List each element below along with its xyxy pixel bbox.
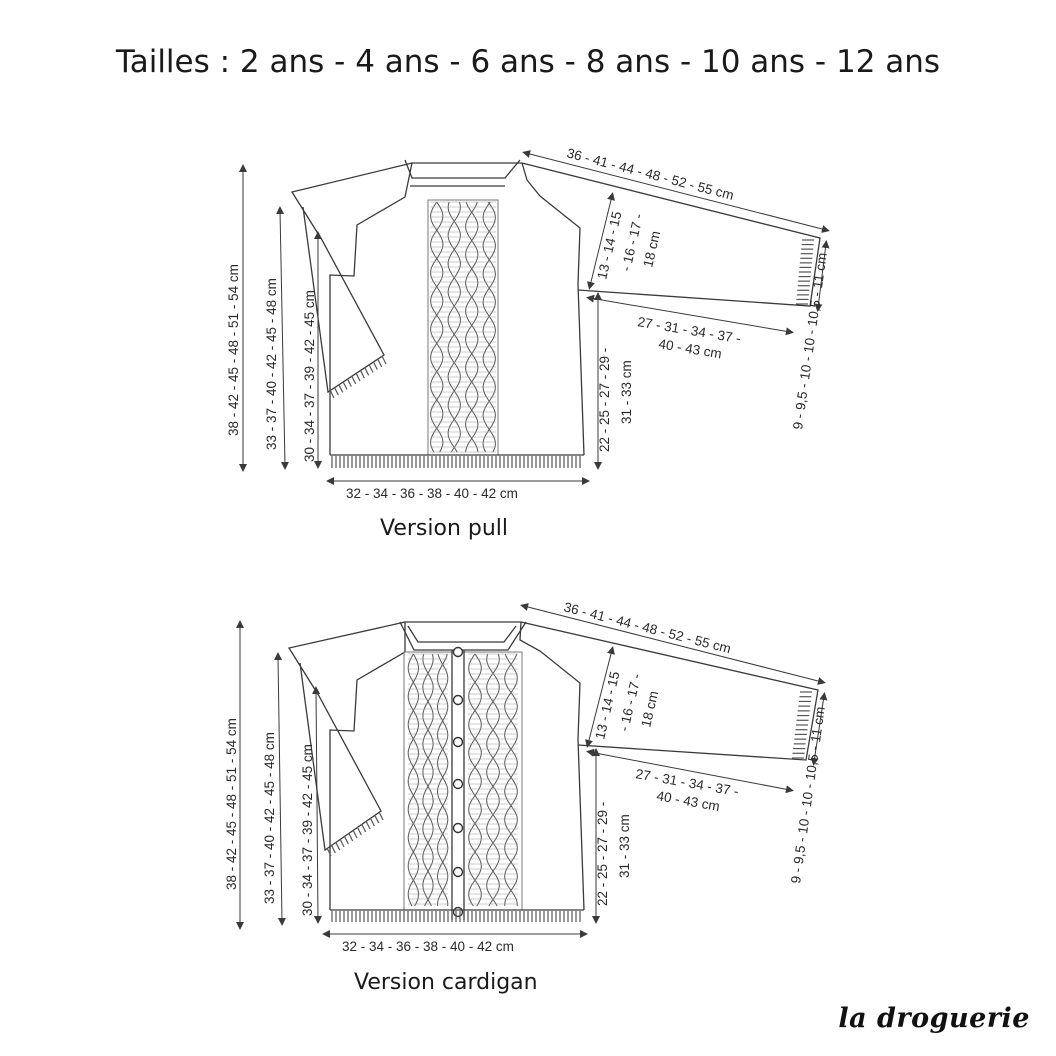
pull-length2-label: 33 - 37 - 40 - 42 - 45 - 48 cm	[264, 278, 279, 450]
cuff-stitch	[377, 358, 383, 368]
pull-sleeve-length-label: 36 - 41 - 44 - 48 - 52 - 55 cm	[565, 145, 735, 203]
caption-pull: Version pull	[380, 516, 509, 541]
cardigan-length2-label: 33 - 37 - 40 - 42 - 45 - 48 cm	[262, 732, 277, 904]
cuff-stitch	[381, 355, 387, 365]
cuff-stitch	[361, 823, 367, 833]
cardigan-cuff-label: 9 - 9,5 - 10 - 10 - 10,5 - 11 cm	[788, 706, 828, 885]
pull-side-label-2: 31 - 33 cm	[619, 360, 634, 424]
button-icon	[452, 822, 464, 834]
cuff-stitch	[335, 841, 341, 851]
cuff-stitch	[352, 829, 358, 839]
pull-length2-dim	[276, 206, 289, 470]
cardigan-cable-pattern	[407, 653, 518, 907]
pull-neckband	[404, 159, 521, 187]
pull-left-sleeve	[290, 162, 413, 394]
cardigan-buttons	[452, 646, 464, 918]
pull-cuff-dim	[814, 240, 830, 312]
button-icon	[452, 866, 464, 878]
cuff-stitch	[374, 814, 380, 824]
cuff-stitch	[369, 817, 375, 827]
cardigan-sleeve-length-dim	[520, 603, 826, 685]
schematic-cardigan: 38 - 42 - 45 - 48 - 51 - 54 cm 33 - 37 -…	[224, 599, 828, 954]
pull-cable-pattern	[430, 201, 496, 453]
cable-strand	[407, 653, 420, 907]
pull-total-length-label: 38 - 42 - 45 - 48 - 51 - 54 cm	[226, 264, 241, 436]
cuff-stitch	[326, 847, 332, 857]
cuff-stitch	[365, 820, 371, 830]
pull-length3-label: 30 - 34 - 37 - 39 - 42 - 45 cm	[302, 290, 317, 462]
cuff-stitch	[329, 389, 335, 399]
cable-strand	[468, 653, 482, 907]
pull-hem-rib	[331, 456, 581, 468]
cardigan-right-cuff-rib	[792, 691, 812, 759]
button-icon	[452, 778, 464, 790]
cardigan-sleeve-width-dim	[586, 748, 794, 794]
cuff-stitch	[356, 826, 362, 836]
cardigan-total-length-label: 38 - 42 - 45 - 48 - 51 - 54 cm	[224, 718, 239, 890]
pull-right-cuff-rib	[796, 239, 814, 305]
cuff-stitch	[348, 832, 354, 842]
cardigan-length3-dim	[312, 686, 322, 924]
cuff-stitch	[364, 367, 370, 376]
cuff-stitch	[333, 386, 339, 396]
cardigan-sleeve-length-label: 36 - 41 - 44 - 48 - 52 - 55 cm	[562, 599, 732, 656]
button-icon	[452, 646, 464, 658]
cuff-stitch	[343, 835, 349, 845]
cuff-stitch	[372, 361, 378, 370]
cuff-stitch	[346, 378, 352, 387]
cardigan-width-label: 32 - 34 - 36 - 38 - 40 - 42 cm	[342, 939, 514, 954]
pull-sleeve-width-dim	[586, 294, 794, 336]
cuff-stitch	[339, 838, 345, 848]
cuff-stitch	[355, 372, 361, 382]
cuff-stitch	[351, 375, 357, 385]
cable-strand	[468, 653, 482, 907]
pull-armhole-label-3: 18 cm	[640, 229, 663, 268]
pull-cuff-label: 9 - 9,5 - 10 - 10 - 10,5 - 11 cm	[790, 252, 830, 431]
cuff-stitch	[338, 384, 344, 393]
brand-logo: la droguerie	[838, 1003, 1030, 1034]
pull-width-label: 32 - 34 - 36 - 38 - 40 - 42 cm	[346, 486, 518, 501]
button-icon	[452, 736, 464, 748]
pull-sleeve-length-dim	[522, 150, 830, 233]
cuff-stitch	[342, 381, 348, 390]
pull-body-outline	[329, 162, 585, 456]
page-title: Tailles : 2 ans - 4 ans - 6 ans - 8 ans …	[115, 44, 941, 80]
cuff-stitch	[368, 364, 374, 373]
cardigan-armhole-label-3: 18 cm	[638, 689, 661, 728]
cardigan-length3-label: 30 - 34 - 37 - 39 - 42 - 45 cm	[300, 744, 315, 916]
cardigan-cuff-dim	[810, 692, 828, 766]
caption-cardigan: Version cardigan	[354, 970, 538, 995]
cardigan-collar	[399, 621, 527, 651]
cardigan-length2-dim	[274, 652, 286, 926]
cable-strand	[407, 653, 420, 907]
cuff-stitch	[359, 369, 365, 379]
cardigan-left-cuff-rib	[326, 811, 384, 857]
button-icon	[452, 906, 464, 918]
pull-side-label-1: 22 - 25 - 27 - 29 -	[597, 348, 612, 452]
cardigan-body-outline	[329, 621, 585, 911]
cuff-stitch	[330, 844, 336, 854]
button-icon	[452, 694, 464, 706]
cuff-stitch	[378, 811, 384, 821]
cardigan-side-label-2: 31 - 33 cm	[617, 814, 632, 878]
schematic-pull: 38 - 42 - 45 - 48 - 51 - 54 cm 33 - 37 -…	[226, 145, 830, 501]
cardigan-hem-rib	[331, 911, 581, 922]
cardigan-side-label-1: 22 - 25 - 27 - 29 -	[595, 802, 610, 906]
pull-left-cuff-rib	[329, 355, 387, 399]
